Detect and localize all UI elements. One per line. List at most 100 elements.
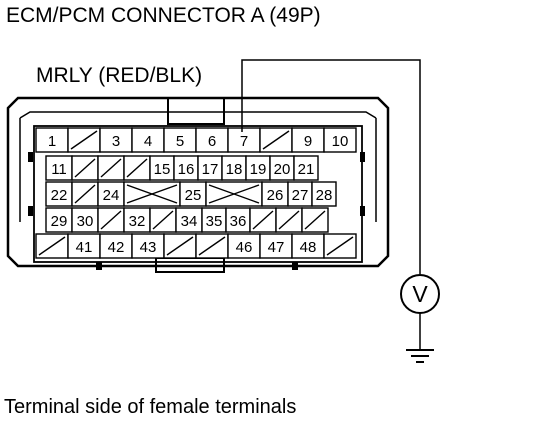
terminal-number: 19: [250, 161, 267, 178]
terminal-number: 11: [51, 161, 67, 178]
terminal-number: 28: [316, 187, 333, 204]
terminal-number: 15: [154, 161, 171, 178]
terminal-number: 42: [108, 239, 125, 256]
terminal-block: [33, 125, 363, 263]
terminal-22: 22: [45, 181, 73, 207]
unused-terminal: [71, 181, 99, 207]
terminal-18: 18: [221, 155, 247, 181]
terminal-30: 30: [71, 207, 99, 233]
unused-terminal: [275, 207, 303, 233]
unused-terminal: [163, 233, 197, 259]
terminal-number: 16: [178, 161, 195, 178]
terminal-43: 43: [131, 233, 165, 259]
terminal-15: 15: [149, 155, 175, 181]
terminal-36: 36: [225, 207, 251, 233]
terminal-28: 28: [311, 181, 337, 207]
unused-terminal: [149, 207, 177, 233]
terminal-35: 35: [201, 207, 227, 233]
probe-wire: [241, 59, 421, 274]
terminal-6: 6: [195, 127, 229, 153]
terminal-20: 20: [269, 155, 295, 181]
blocked-cavity: [205, 181, 263, 207]
terminal-34: 34: [175, 207, 203, 233]
terminal-41: 41: [67, 233, 101, 259]
terminal-25: 25: [179, 181, 207, 207]
terminal-11: 11: [45, 155, 73, 181]
tab-bottom-right: [292, 262, 298, 270]
terminal-29: 29: [45, 207, 73, 233]
terminal-number: 35: [206, 213, 223, 230]
terminal-number: 18: [226, 161, 243, 178]
terminal-9: 9: [291, 127, 325, 153]
housing-tabs: [28, 152, 365, 270]
terminal-number: 48: [300, 239, 317, 256]
terminal-number: 7: [240, 133, 248, 150]
terminal-number: 10: [332, 133, 349, 150]
housing-outer: [6, 96, 390, 268]
unused-terminal: [97, 155, 125, 181]
terminal-24: 24: [97, 181, 125, 207]
terminal-number: 43: [140, 239, 157, 256]
terminal-number: 29: [51, 213, 68, 230]
unused-terminal: [97, 207, 125, 233]
blocked-cavity: [123, 181, 181, 207]
wire-label: MRLY (RED/BLK): [36, 64, 203, 87]
unused-terminal: [249, 207, 277, 233]
tab-left-1: [28, 152, 33, 162]
terminal-number: 46: [236, 239, 253, 256]
terminal-number: 20: [274, 161, 291, 178]
unused-terminal: [259, 127, 293, 153]
terminal-42: 42: [99, 233, 133, 259]
terminal-number: 9: [304, 133, 312, 150]
terminal-number: 36: [230, 213, 247, 230]
terminal-19: 19: [245, 155, 271, 181]
tab-right-2: [360, 206, 365, 216]
unused-terminal: [35, 233, 69, 259]
unused-terminal: [123, 155, 151, 181]
terminal-32: 32: [123, 207, 151, 233]
diagram-title: ECM/PCM CONNECTOR A (49P): [6, 4, 321, 27]
terminal-number: 24: [103, 187, 120, 204]
tab-bottom-left: [96, 262, 102, 270]
terminal-number: 25: [185, 187, 202, 204]
terminal-number: 30: [77, 213, 94, 230]
terminal-17: 17: [197, 155, 223, 181]
terminal-47: 47: [259, 233, 293, 259]
terminal-16: 16: [173, 155, 199, 181]
terminal-number: 34: [181, 213, 198, 230]
terminal-7: 7: [227, 127, 261, 153]
terminal-number: 5: [176, 133, 184, 150]
ground-symbol-icon: [406, 349, 434, 363]
unused-terminal: [71, 155, 99, 181]
terminal-number: 26: [267, 187, 284, 204]
unused-terminal: [323, 233, 357, 259]
unused-terminal: [67, 127, 101, 153]
terminal-26: 26: [261, 181, 289, 207]
unused-terminal: [301, 207, 329, 233]
terminal-number: 6: [208, 133, 216, 150]
terminal-number: 21: [298, 161, 315, 178]
terminal-number: 4: [144, 133, 152, 150]
terminal-number: 47: [268, 239, 285, 256]
voltmeter-symbol: V: [412, 281, 428, 307]
terminal-5: 5: [163, 127, 197, 153]
terminal-10: 10: [323, 127, 357, 153]
terminal-number: 1: [48, 133, 56, 150]
terminal-number: 27: [292, 187, 309, 204]
terminal-21: 21: [293, 155, 319, 181]
terminal-3: 3: [99, 127, 133, 153]
unused-terminal: [195, 233, 229, 259]
terminal-number: 17: [202, 161, 219, 178]
terminal-4: 4: [131, 127, 165, 153]
terminal-27: 27: [287, 181, 313, 207]
terminal-1: 1: [35, 127, 69, 153]
terminal-number: 22: [51, 187, 68, 204]
caption: Terminal side of female terminals: [4, 396, 297, 418]
latch-top: [167, 97, 225, 125]
terminal-48: 48: [291, 233, 325, 259]
terminal-number: 3: [112, 133, 120, 150]
tab-right-1: [360, 152, 365, 162]
terminal-46: 46: [227, 233, 261, 259]
